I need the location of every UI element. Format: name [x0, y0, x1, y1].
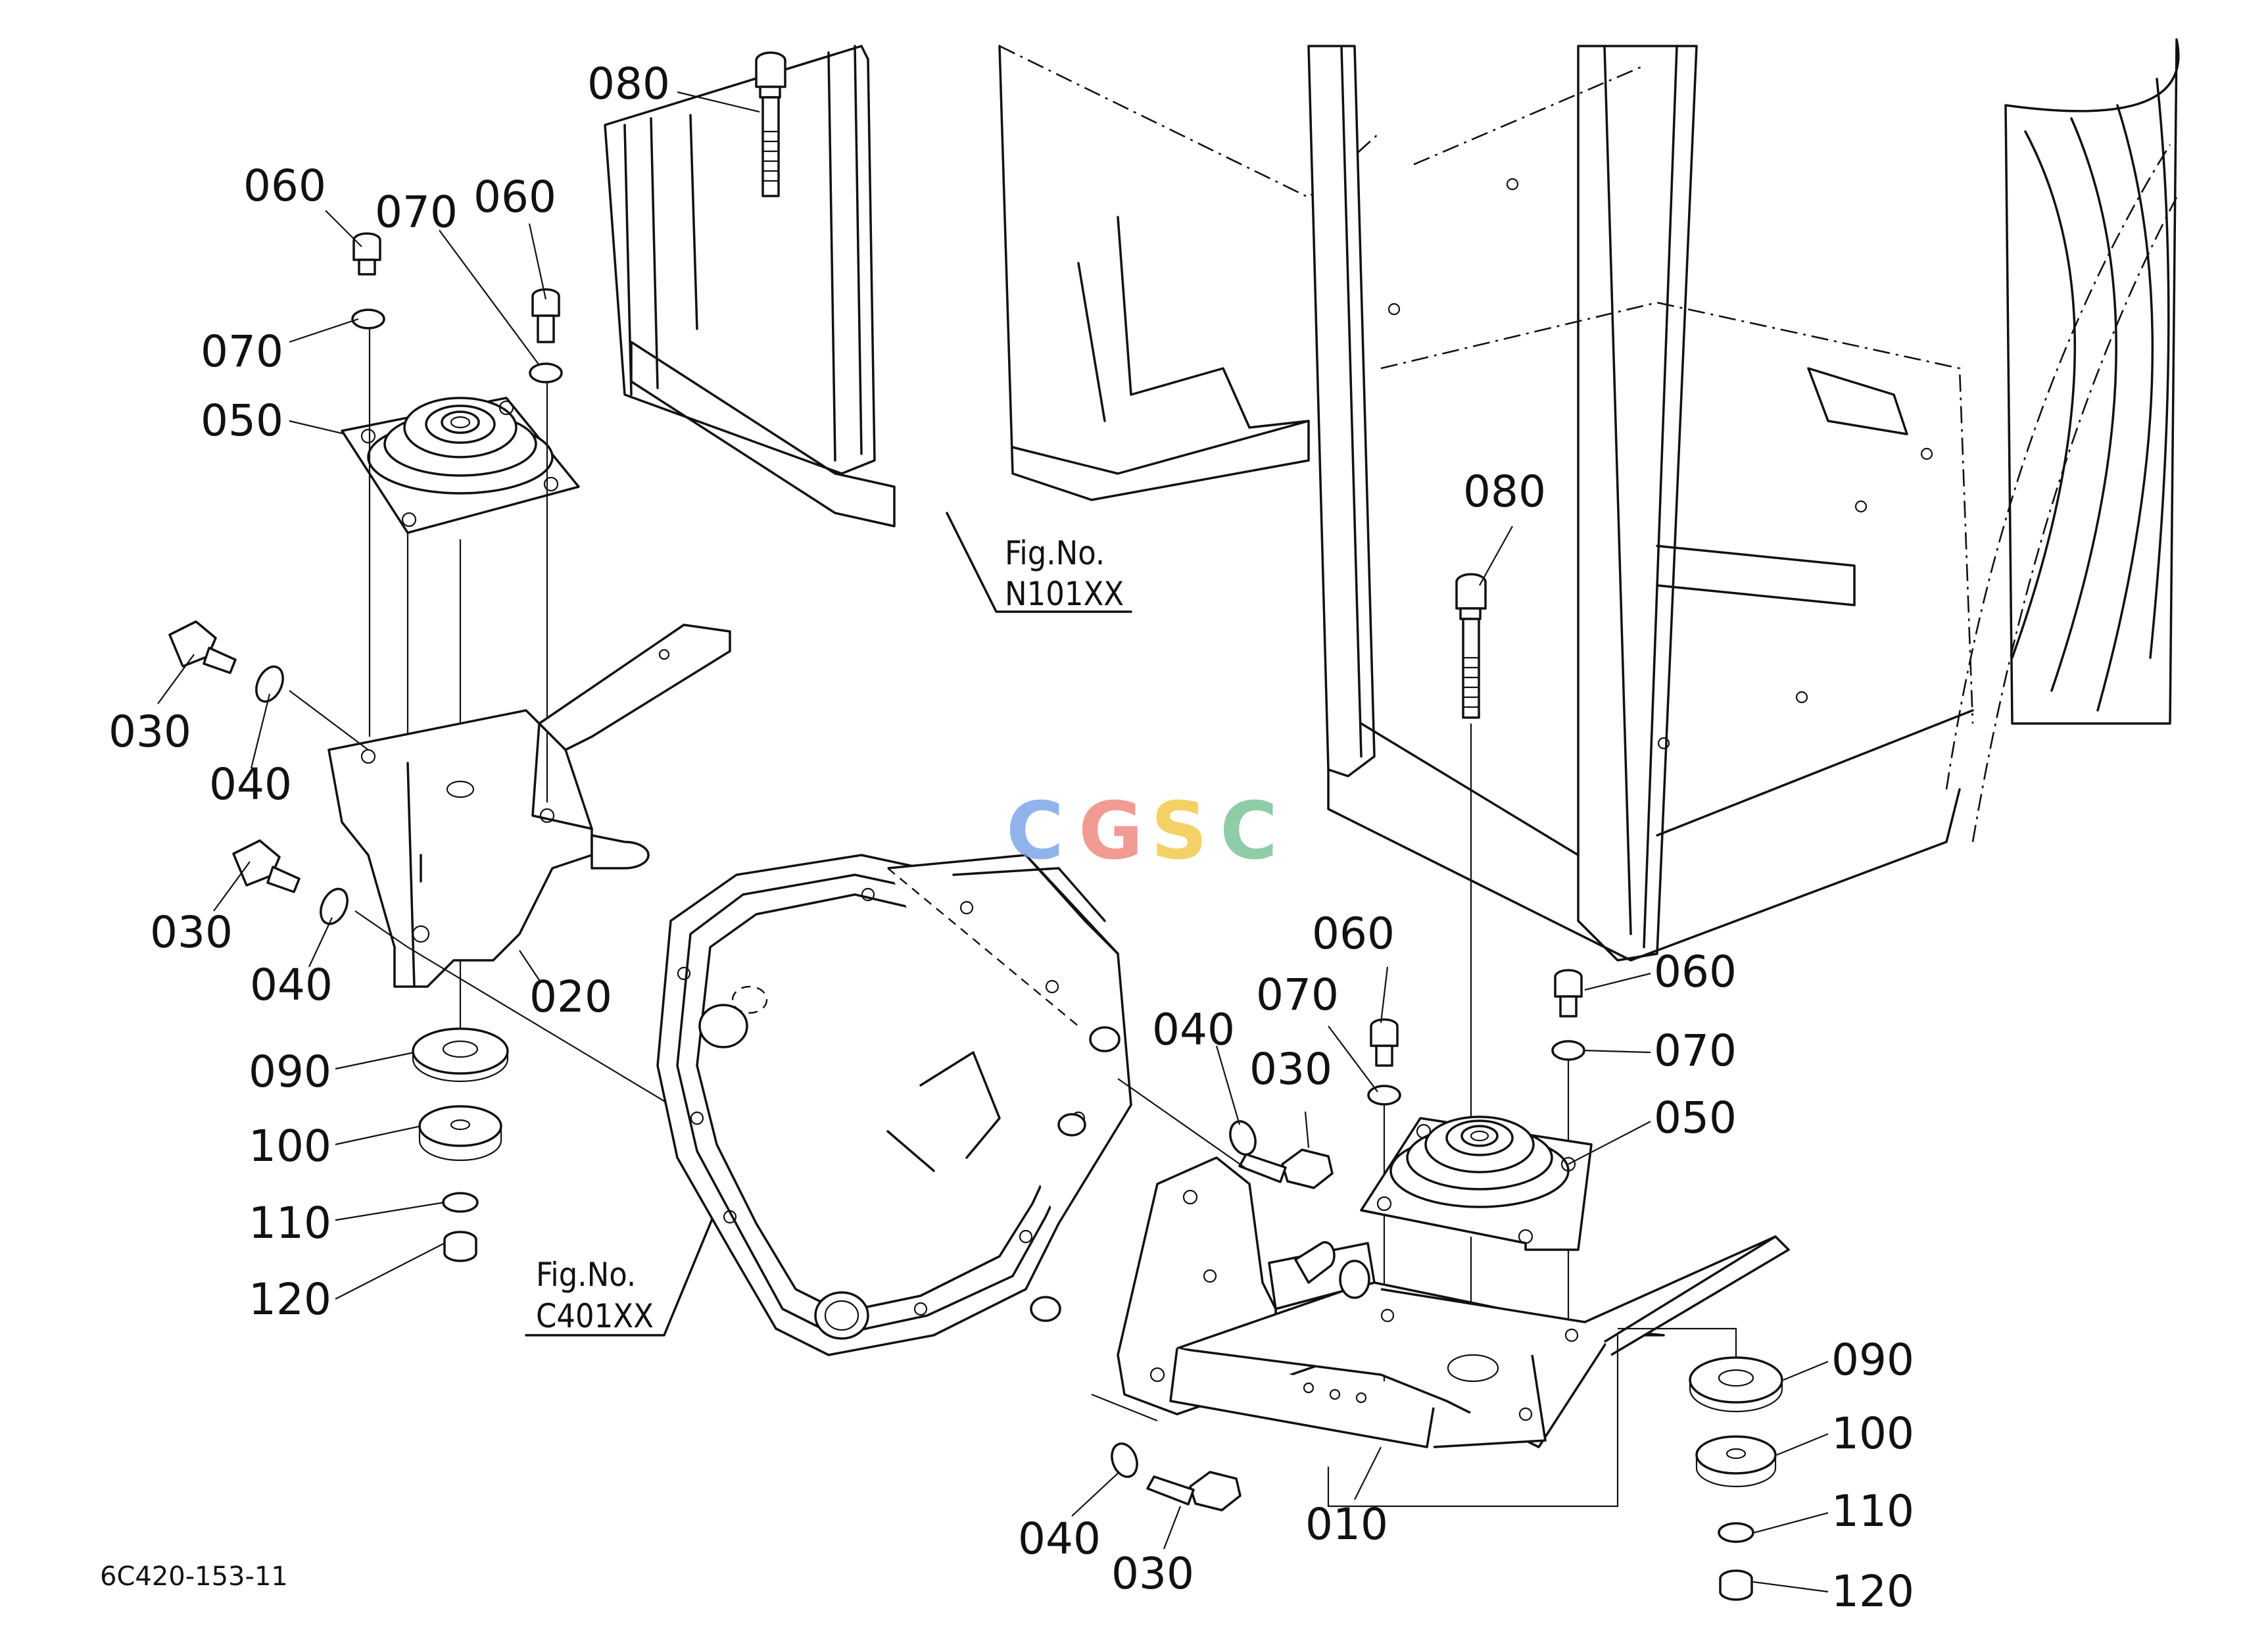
callout-090: 090 [249, 1046, 331, 1097]
callout-070: 070 [375, 187, 458, 237]
figure-ref-line2: C401XX [536, 1297, 654, 1335]
frame-bracket-010 [1117, 1156, 1790, 1508]
bolt-030-a [168, 620, 237, 674]
callout-030: 030 [150, 907, 233, 958]
bolt-030-d [1146, 1471, 1242, 1512]
diagram-code: 6C420-153-11 [100, 1561, 288, 1592]
transmission-housing [656, 854, 1132, 1356]
callout-070: 070 [201, 326, 283, 377]
callout-040: 040 [1152, 1004, 1235, 1055]
bolt-080-right [1455, 573, 1487, 719]
figure-ref-line2: N101XX [1005, 575, 1124, 613]
callout-030: 030 [109, 706, 191, 757]
watermark-letter-c2: C [1220, 786, 1278, 877]
left-mount-assembly [168, 51, 786, 1262]
callout-020: 020 [529, 971, 612, 1022]
figure-ref-line1: Fig.No. [1005, 534, 1105, 572]
callout-120: 120 [249, 1274, 331, 1325]
bolt-060-a [352, 232, 381, 276]
watermark-letter-g: G [1078, 786, 1144, 877]
rubber-mount-050-left [341, 397, 580, 534]
figure-ref-n101xx: Fig.No. N101XX [1005, 534, 1124, 613]
watermark-logo: C G S C [1006, 786, 1278, 877]
callout-060: 060 [243, 160, 326, 211]
right-mount-assembly [1091, 573, 1790, 1601]
callout-110: 110 [249, 1198, 331, 1248]
figure-ref-c401xx: Fig.No. C401XX [536, 1256, 654, 1335]
callout-040: 040 [1018, 1513, 1101, 1564]
callout-080: 080 [587, 59, 670, 109]
cab-frame [604, 38, 2180, 962]
bracket-020 [327, 624, 731, 988]
callout-070: 070 [1654, 1025, 1737, 1076]
callout-120: 120 [1831, 1566, 1914, 1617]
callout-060: 060 [473, 172, 556, 222]
callout-030: 030 [1249, 1044, 1332, 1094]
bolt-060-c [1370, 1018, 1399, 1067]
figure-ref-line1: Fig.No. [536, 1256, 636, 1294]
leader-lines [157, 91, 1829, 1593]
callout-040: 040 [250, 960, 333, 1010]
callout-080: 080 [1463, 466, 1546, 517]
bolt-060-b [531, 288, 560, 343]
figure-ref-leaders [525, 512, 1132, 1337]
callout-010: 010 [1305, 1499, 1388, 1550]
watermark-letter-c1: C [1006, 786, 1064, 877]
bolt-080-left [755, 51, 786, 197]
watermark-letter-s: S [1151, 786, 1207, 877]
rubber-mount-050-right [1360, 1116, 1593, 1251]
callout-labels: 080 060 070 060 070 050 030 040 030 040 … [109, 59, 1914, 1617]
callout-090: 090 [1831, 1335, 1914, 1385]
callout-100: 100 [1831, 1408, 1914, 1459]
callout-050: 050 [1654, 1093, 1737, 1143]
callout-100: 100 [249, 1121, 331, 1171]
callout-050: 050 [201, 395, 283, 446]
bolt-030-c [1238, 1148, 1334, 1189]
callout-070: 070 [1256, 970, 1339, 1020]
callout-040: 040 [209, 759, 292, 810]
callout-030: 030 [1111, 1548, 1194, 1599]
callout-110: 110 [1831, 1486, 1914, 1536]
bolt-030-b [232, 839, 301, 893]
callout-060: 060 [1654, 946, 1737, 997]
bolt-060-d [1554, 969, 1583, 1018]
callout-060: 060 [1312, 908, 1395, 959]
